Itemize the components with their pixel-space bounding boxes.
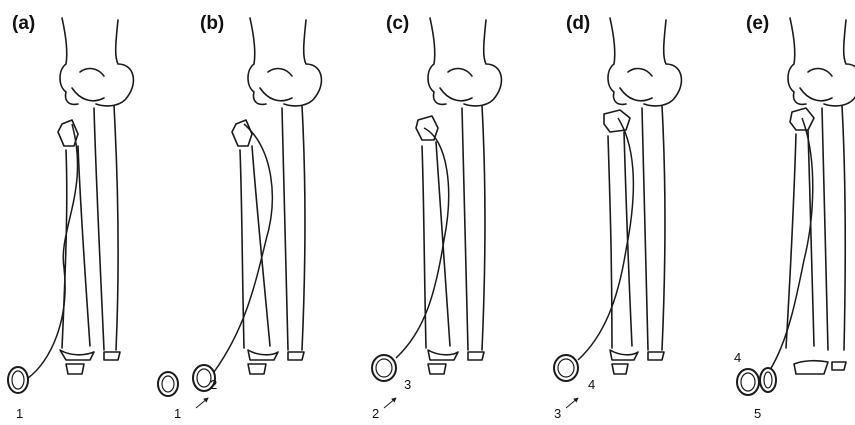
number-label: 1 [174,406,181,421]
number-label: 2 [372,406,379,421]
panel-c-label: (c) [386,13,409,34]
number-label: 4 [588,377,595,392]
panel-d-label: (d) [566,13,590,34]
panel-c: (c) 3 2 [372,13,501,421]
number-label: 1 [16,406,23,421]
number-label: 2 [210,377,217,392]
panel-b-label: (b) [200,13,224,34]
coin [737,369,759,395]
coin [760,368,776,392]
arrow-icon [384,398,396,408]
coin [8,367,28,393]
panel-a-label: (a) [12,13,35,34]
coin [158,372,178,396]
wire [28,124,78,378]
number-label: 5 [754,406,761,421]
bone-sketch [416,18,501,374]
panel-b: (b) 2 1 [158,13,321,421]
number-label: 4 [734,350,741,365]
bone-sketch [232,18,321,374]
panel-e-label: (e) [746,13,769,34]
panel-a: (a) 1 [8,13,133,421]
number-label: 3 [404,377,411,392]
number-label: 3 [554,406,561,421]
bone-sketch [604,18,681,374]
panel-e: (e) 4 5 [734,13,855,421]
bone-sketch [786,18,855,374]
arrow-icon [566,398,578,408]
bone-sketch [58,18,133,374]
arrow-icon [196,398,208,408]
panel-d: (d) 4 3 [554,13,681,421]
coin [554,355,578,381]
coin [372,355,396,381]
